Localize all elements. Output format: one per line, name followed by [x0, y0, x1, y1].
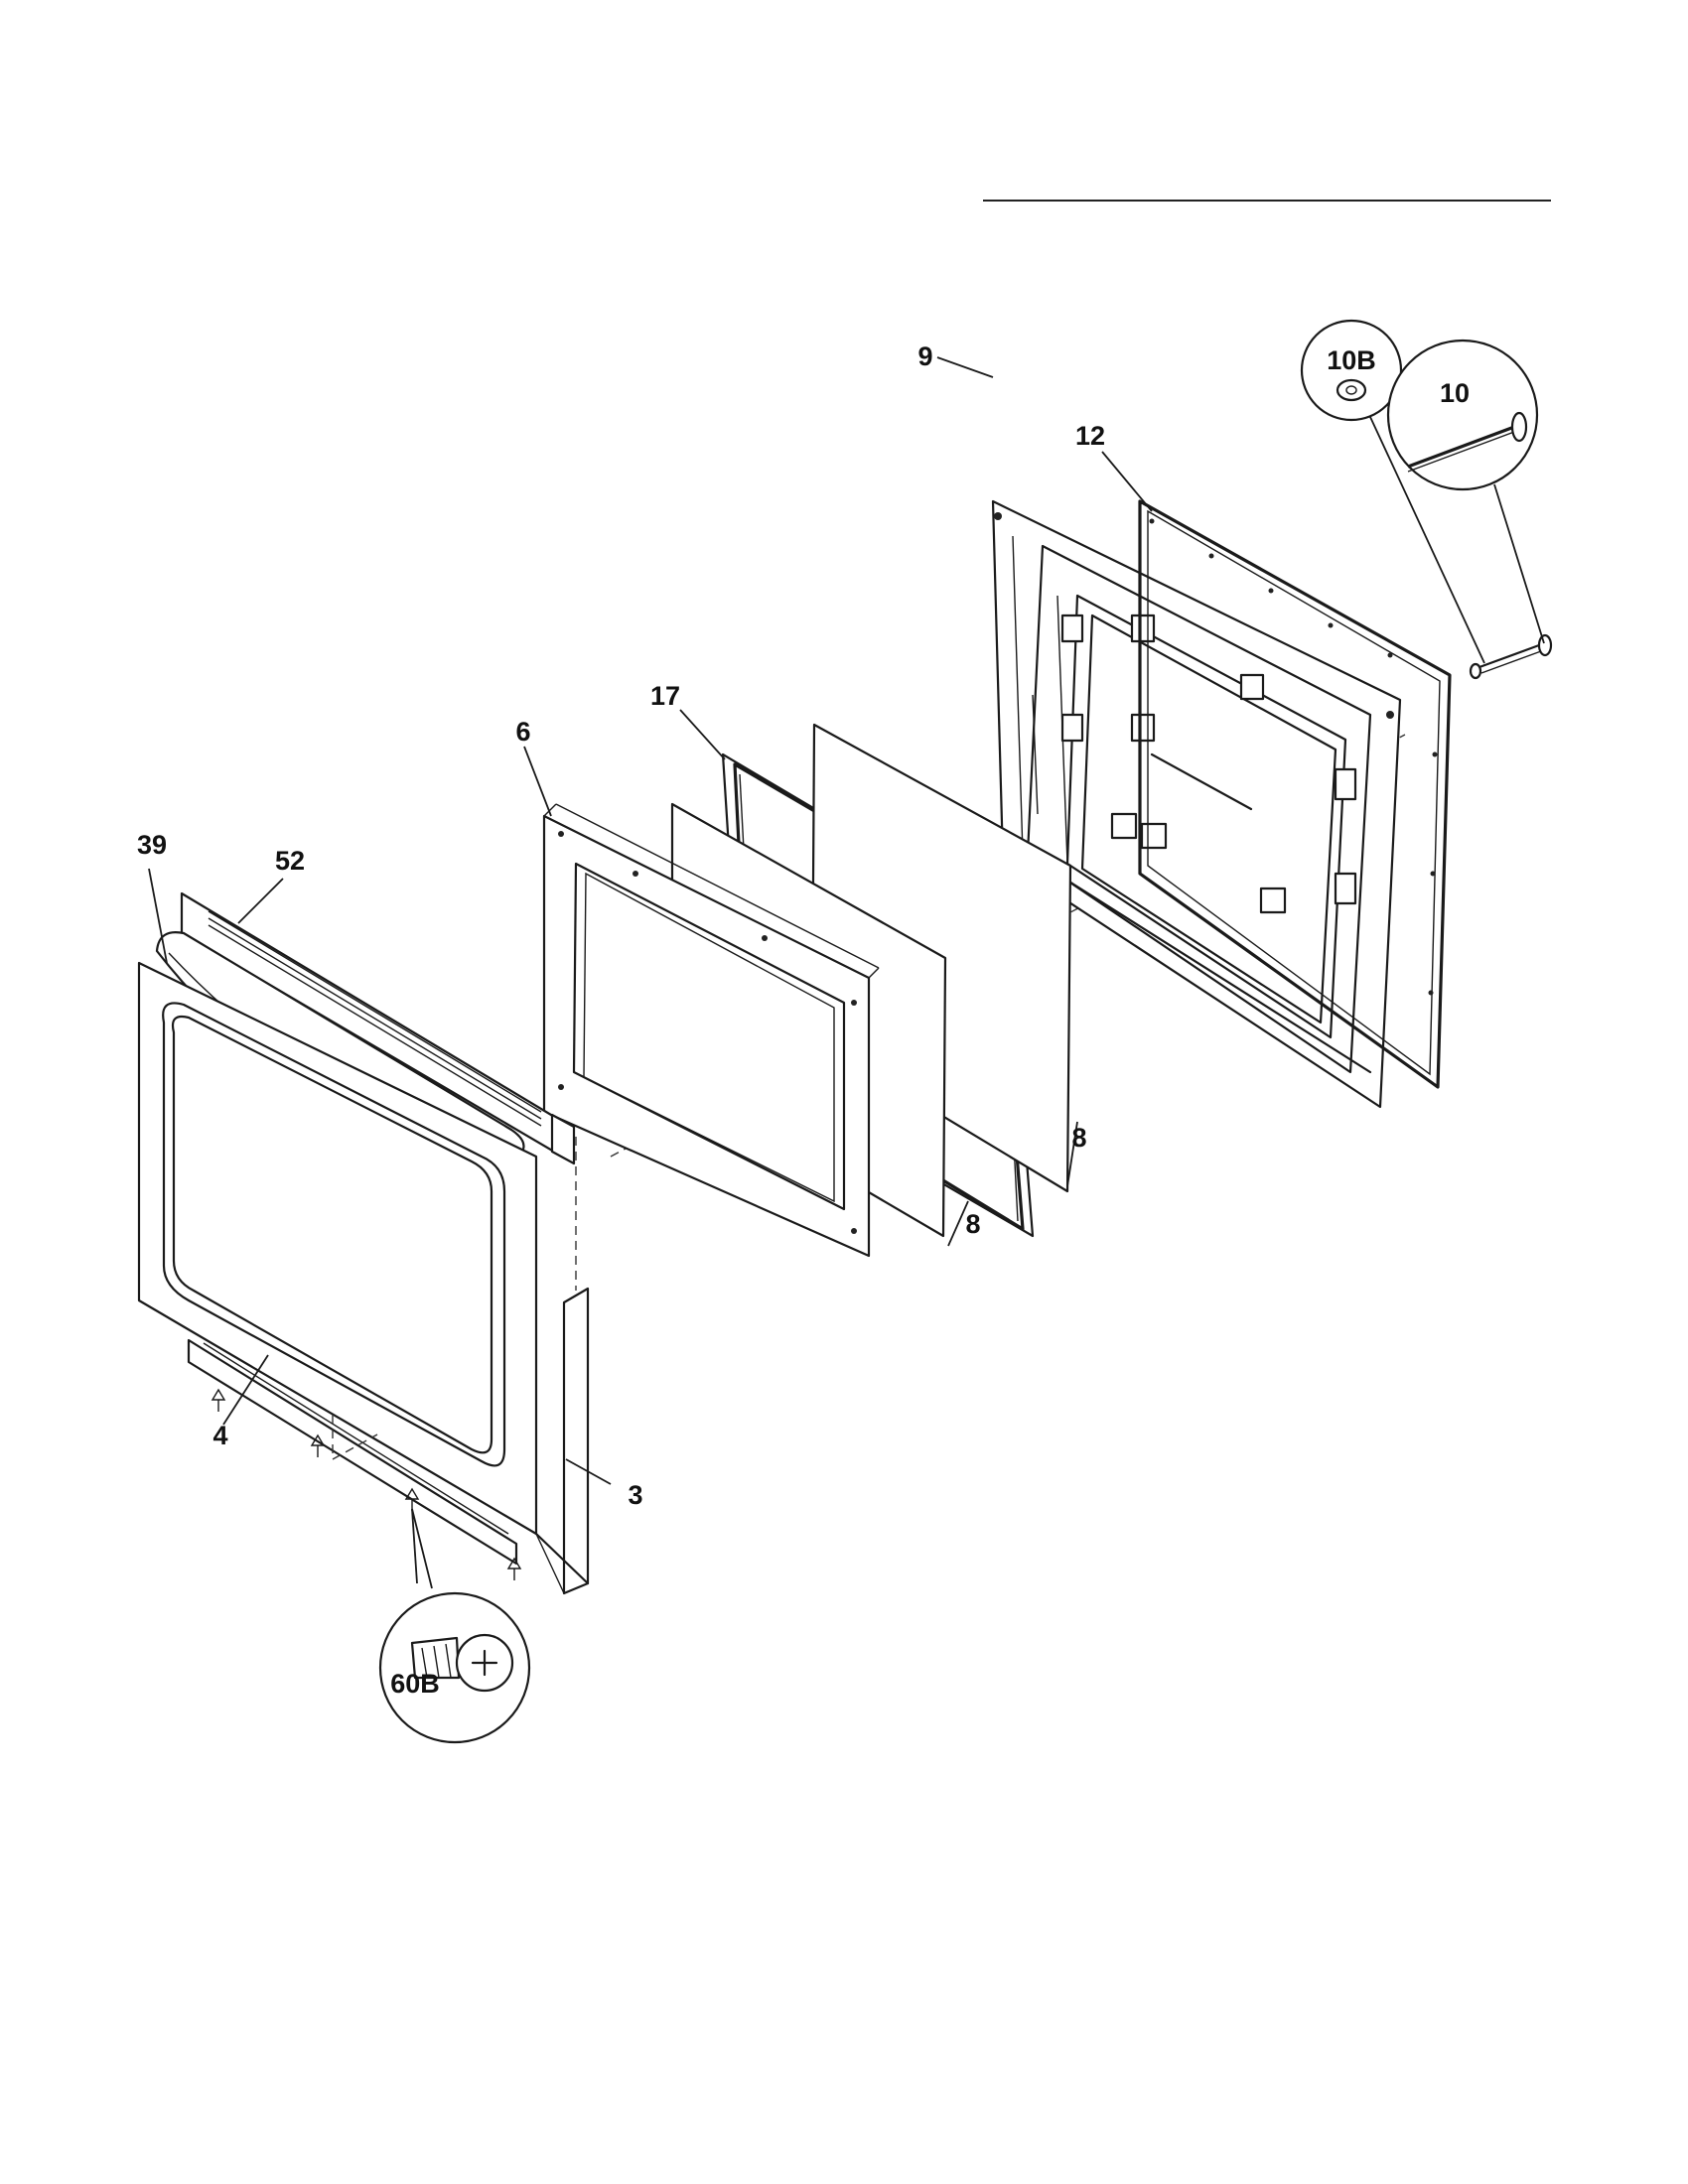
vent-trim: [180, 891, 576, 1165]
hinge-bolt-hardware: [1469, 633, 1553, 680]
callout-8-rear: 8: [1071, 1123, 1086, 1153]
screw-detail-circle: [378, 1508, 531, 1744]
callout-9: 9: [917, 341, 932, 371]
door-liner-frame: [542, 803, 880, 1258]
callout-labels: 39 52 6 17 9 12 10B 10 4 3 8 8 60B: [137, 341, 1470, 1699]
callout-3: 3: [628, 1480, 642, 1510]
washer-detail-circle: [1300, 319, 1485, 664]
callout-39: 39: [137, 830, 167, 860]
callout-17: 17: [650, 681, 680, 711]
inner-door-frame: [991, 499, 1402, 1109]
callout-6: 6: [515, 717, 530, 747]
bolt-detail-circle: [1386, 339, 1545, 644]
callout-60b: 60B: [390, 1669, 440, 1699]
callout-8-front: 8: [965, 1209, 980, 1239]
door-gasket: [1138, 499, 1452, 1089]
callout-52: 52: [275, 846, 305, 876]
leader-lines: [148, 356, 1153, 1485]
callout-4: 4: [212, 1421, 227, 1450]
callout-10: 10: [1440, 378, 1470, 408]
outer-door-panel: [137, 961, 590, 1595]
callout-10b: 10B: [1327, 345, 1376, 375]
door-screws: [211, 1388, 522, 1580]
callout-12: 12: [1075, 421, 1105, 451]
